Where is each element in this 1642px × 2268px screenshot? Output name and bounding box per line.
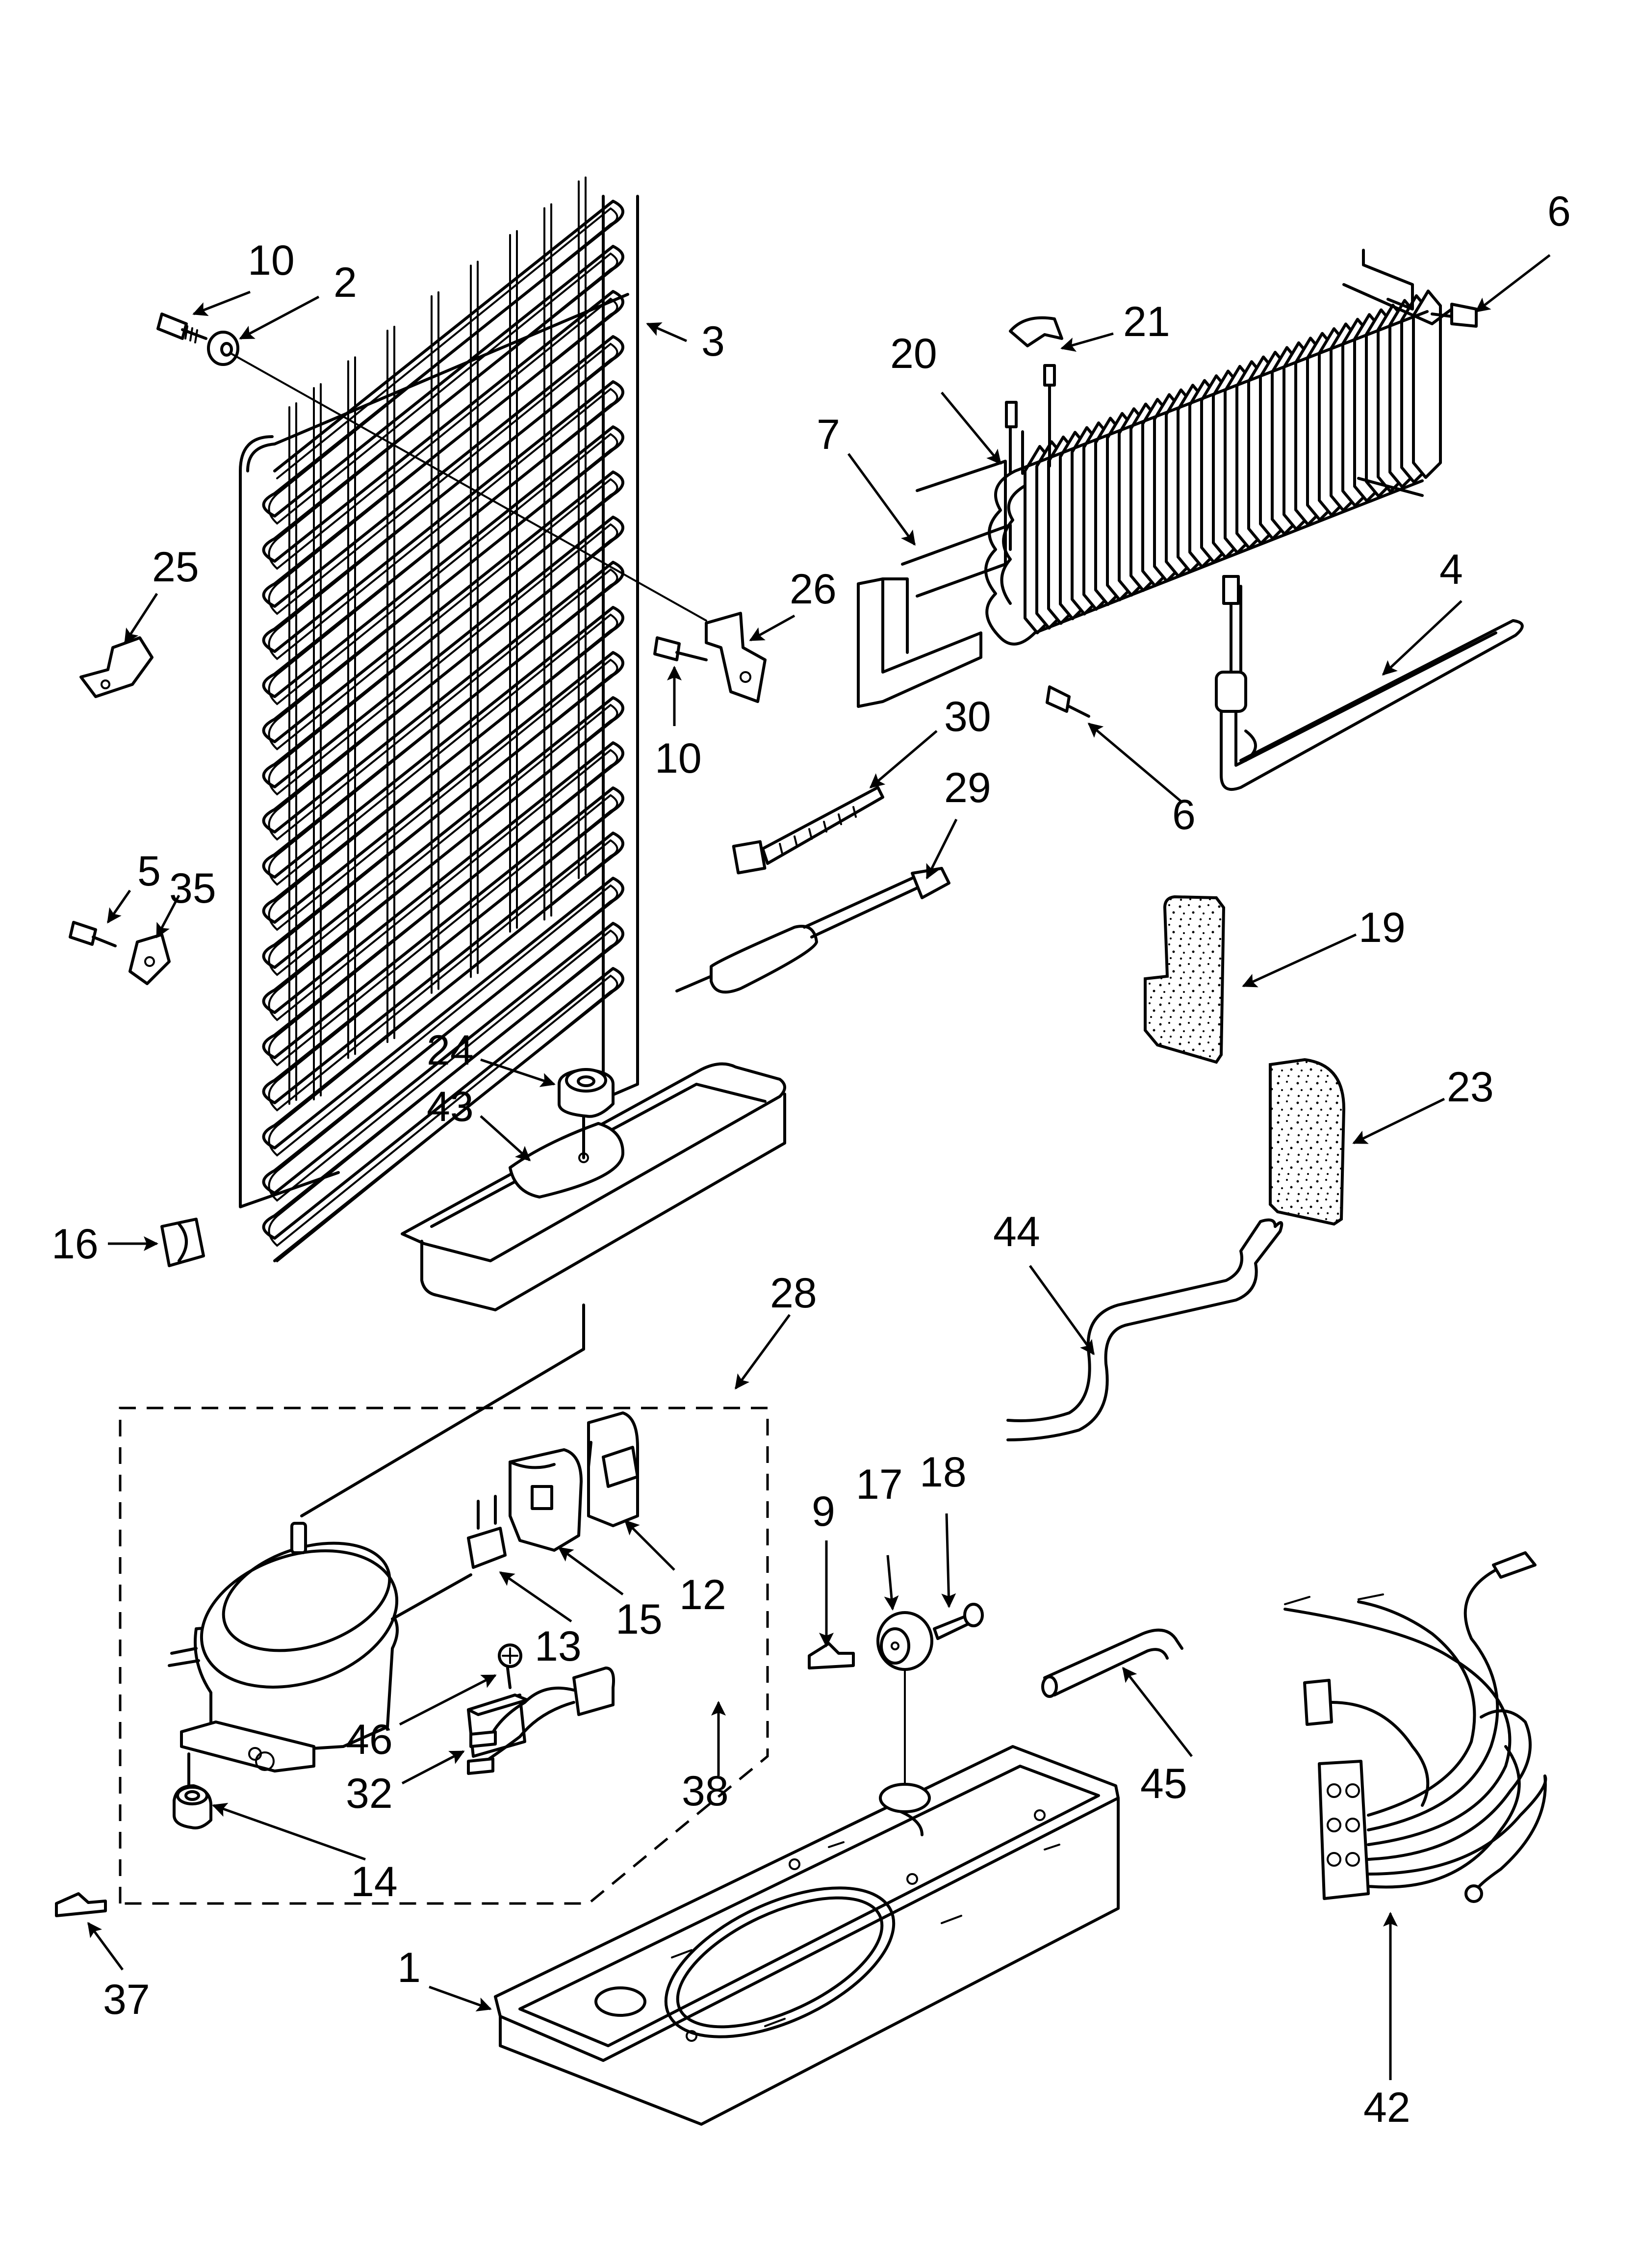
clip-25: [79, 636, 154, 698]
compressor-assembly-28: [119, 1303, 769, 1905]
callout-26: 26: [790, 566, 837, 613]
leader-lines: [87, 254, 1551, 2080]
callout-4: 4: [1439, 546, 1463, 593]
tube-45: [1041, 1628, 1183, 1698]
clip-9: [808, 1642, 855, 1669]
filter-drier-29: [675, 867, 950, 994]
clip-35: [128, 933, 171, 985]
callout-2: 2: [334, 259, 357, 306]
callout-5: 5: [137, 848, 161, 895]
callout-6-mid: 6: [1172, 791, 1196, 838]
grommet-14: [173, 1784, 212, 1829]
callout-18: 18: [920, 1449, 967, 1496]
callout-16: 16: [51, 1221, 99, 1268]
terminal-13: [467, 1495, 507, 1569]
callout-15: 15: [616, 1596, 663, 1643]
callout-20: 20: [890, 330, 937, 377]
washer-2: [207, 331, 707, 622]
roller-17: [876, 1611, 933, 1806]
callout-10-top: 10: [248, 237, 295, 284]
screw-18: [933, 1603, 984, 1640]
bracket-26: [653, 612, 767, 703]
wire-harness-38: [467, 1667, 615, 1775]
callout-17: 17: [856, 1461, 903, 1508]
relay-15: [509, 1448, 583, 1552]
clip-16: [160, 1218, 205, 1267]
foam-block-19: [1144, 895, 1226, 1064]
wire-harness-42: [1283, 1551, 1547, 1903]
callout-29: 29: [944, 764, 991, 811]
drain-tube-44: [1006, 1218, 1283, 1441]
compressor: [168, 1522, 472, 1792]
callout-38: 38: [682, 1768, 729, 1815]
callout-19: 19: [1359, 904, 1406, 951]
condenser-coil: [239, 176, 639, 1262]
callout-3: 3: [701, 318, 725, 365]
callout-30: 30: [944, 693, 991, 740]
callout-25: 25: [152, 544, 199, 591]
callout-37: 37: [103, 1976, 150, 2023]
overload-12: [587, 1411, 639, 1527]
callout-24: 24: [427, 1027, 474, 1074]
base-pan-1: [494, 1745, 1120, 2126]
callout-12: 12: [679, 1571, 726, 1618]
clip-37: [55, 1892, 107, 1917]
callout-44: 44: [993, 1208, 1040, 1255]
callout-45: 45: [1140, 1760, 1187, 1807]
foam-block-23: [1269, 1058, 1346, 1226]
evaporator: [857, 249, 1453, 718]
drain-pan-43: [401, 1062, 786, 1311]
callout-7: 7: [817, 411, 840, 458]
callout-46: 46: [346, 1716, 393, 1763]
callout-10-mid: 10: [655, 735, 702, 782]
callout-14: 14: [351, 1858, 398, 1905]
callout-42: 42: [1363, 2084, 1411, 2131]
defrost-heater-4: [1215, 575, 1524, 791]
callout-1: 1: [397, 1944, 421, 1991]
screw-10-top: [156, 313, 207, 343]
callout-13: 13: [535, 1623, 582, 1670]
callout-35: 35: [169, 865, 216, 912]
screw-6-top: [1431, 303, 1478, 328]
cable-tie-30: [732, 786, 884, 875]
screw-5: [69, 921, 117, 947]
callout-43: 43: [427, 1083, 474, 1130]
callout-28: 28: [770, 1270, 817, 1317]
callout-labels: 10 2 3 6 21 20 7 4 25 26 10 30 6 29 5 35…: [51, 188, 1571, 2131]
grommet-24: [558, 1068, 615, 1118]
screw-46: [498, 1643, 522, 1689]
callout-32: 32: [346, 1770, 393, 1817]
callout-23: 23: [1447, 1064, 1494, 1111]
callout-6-top: 6: [1547, 188, 1571, 235]
callout-9: 9: [812, 1488, 835, 1535]
callout-21: 21: [1123, 298, 1170, 345]
